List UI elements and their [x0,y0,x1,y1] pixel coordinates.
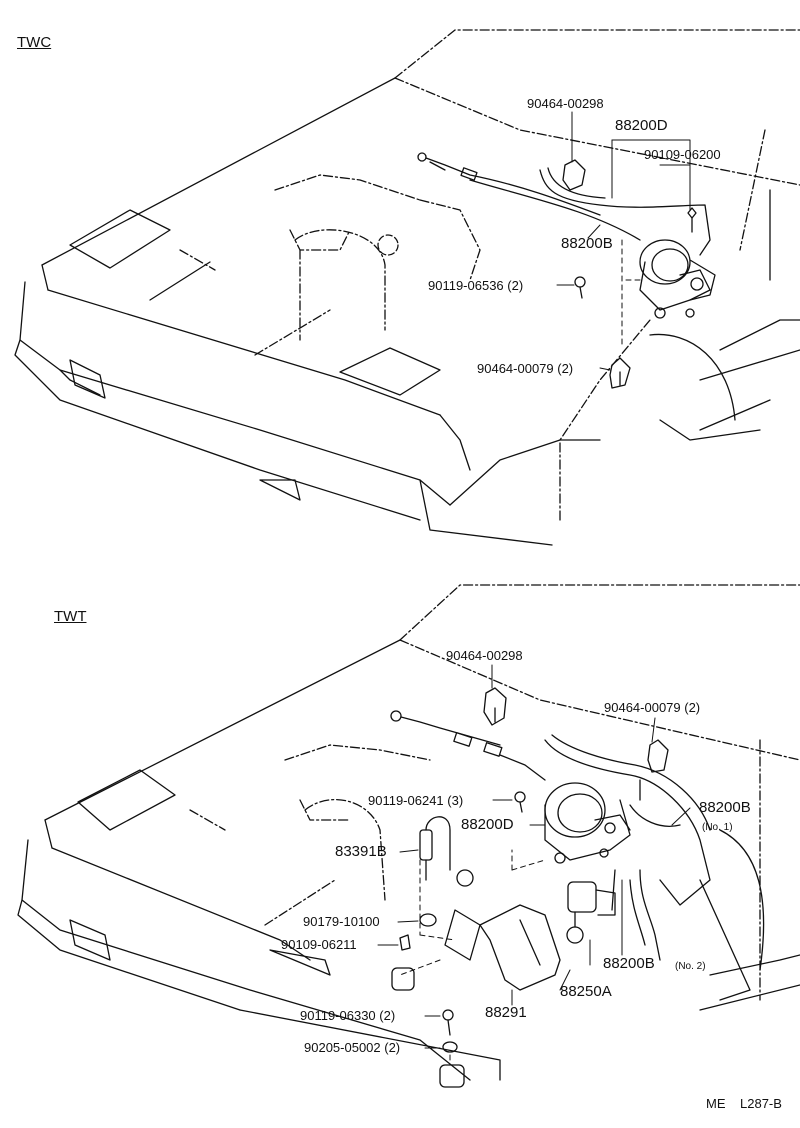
footer-code: ME [706,1096,726,1111]
twt-part-90464-00079: 90464-00079 (2) [604,700,701,715]
twt-part-90464-00298: 90464-00298 [446,648,523,663]
twc-part-90119-06536: 90119-06536 (2) [428,278,524,293]
twt-part-83391B: 83391B [335,843,387,860]
twt-part-88250A: 88250A [560,983,612,1000]
twt-part-88200B-no2: 88200B [603,955,655,972]
twt-part-90179-10100: 90179-10100 [303,914,380,929]
twt-part-88200D: 88200D [461,816,514,833]
twt-car-body-drawing [17,584,800,1081]
twt-part-88200B-no1: 88200B [699,799,751,816]
twt-part-90205-05002: 90205-05002 (2) [304,1040,401,1055]
twc-leader-lines [556,111,691,371]
twt-part-90109-06211: 90109-06211 [281,937,357,952]
twt-leader-lines [377,664,691,1066]
section-title-twc: TWC [17,34,52,51]
section-title-twt: TWT [54,608,87,625]
twt-part-88200B-no1-note: (No. 1) [702,822,733,833]
twc-car-body-drawing [14,29,800,546]
twc-part-90464-00298: 90464-00298 [527,96,604,111]
twc-part-90109-06200: 90109-06200 [644,147,721,162]
footer-ref: L287-B [740,1096,782,1111]
twc-vacuum-hoses-and-parts [417,152,716,389]
twc-part-88200D: 88200D [615,117,668,134]
twt-part-90119-06241: 90119-06241 (3) [368,793,464,808]
twc-part-90464-00079: 90464-00079 (2) [477,361,574,376]
twc-part-88200B: 88200B [561,235,613,252]
twt-part-88200B-no2-note: (No. 2) [675,961,706,972]
twt-vacuum-hoses-and-parts [390,687,711,1088]
twt-part-90119-06330: 90119-06330 (2) [300,1008,396,1023]
twt-part-88291: 88291 [485,1004,527,1021]
